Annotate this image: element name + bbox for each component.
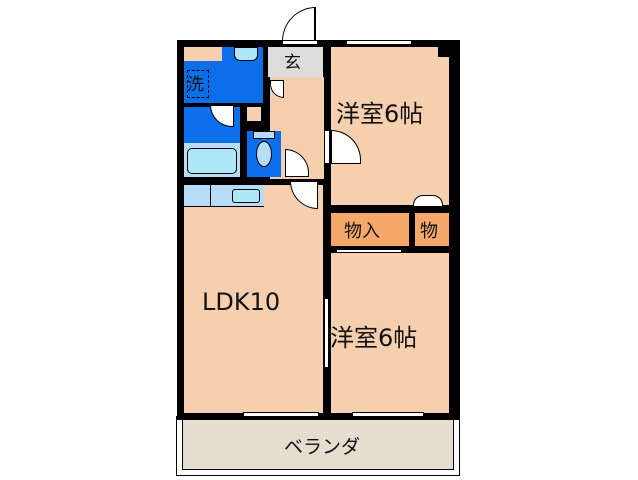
entrance-door[interactable] bbox=[282, 7, 316, 43]
western-room-2-label: 洋室6帖 bbox=[330, 324, 418, 352]
ldk-label: LDK10 bbox=[202, 288, 281, 316]
storage-top-cover bbox=[184, 47, 222, 61]
toilet-tank bbox=[253, 131, 275, 139]
hall-nook bbox=[247, 107, 261, 121]
laundry-area bbox=[187, 70, 209, 98]
counter-divider bbox=[210, 185, 211, 207]
room1-door-jamb bbox=[324, 130, 330, 164]
closet-label: 物入 bbox=[344, 221, 380, 242]
ldk-window bbox=[243, 412, 319, 417]
western-room-1-label: 洋室6帖 bbox=[336, 100, 424, 128]
wash-basin bbox=[234, 47, 258, 61]
closet bbox=[331, 213, 409, 246]
kitchen-sink bbox=[232, 189, 260, 203]
room2-window bbox=[352, 412, 424, 417]
small-closet-label: 物 bbox=[420, 221, 438, 242]
veranda bbox=[182, 418, 454, 470]
western-room-2 bbox=[331, 253, 449, 413]
veranda-label: ベランダ bbox=[284, 436, 361, 458]
entrance-door-frame bbox=[282, 40, 318, 45]
bathtub bbox=[187, 148, 237, 174]
laundry-label: 洗 bbox=[187, 75, 204, 95]
ldk bbox=[184, 185, 323, 413]
entrance-label: 玄 bbox=[284, 53, 301, 73]
corner-notch bbox=[438, 47, 449, 57]
toilet-door[interactable] bbox=[285, 149, 309, 177]
small-closet-door[interactable] bbox=[413, 195, 443, 207]
western-room-1 bbox=[331, 47, 449, 205]
room2-sliding-door[interactable] bbox=[324, 298, 329, 368]
closet-sliding-door[interactable] bbox=[336, 249, 402, 253]
room1-window bbox=[346, 40, 412, 45]
small-closet bbox=[415, 213, 449, 246]
entrance bbox=[268, 47, 323, 77]
toilet-bowl bbox=[256, 141, 272, 167]
